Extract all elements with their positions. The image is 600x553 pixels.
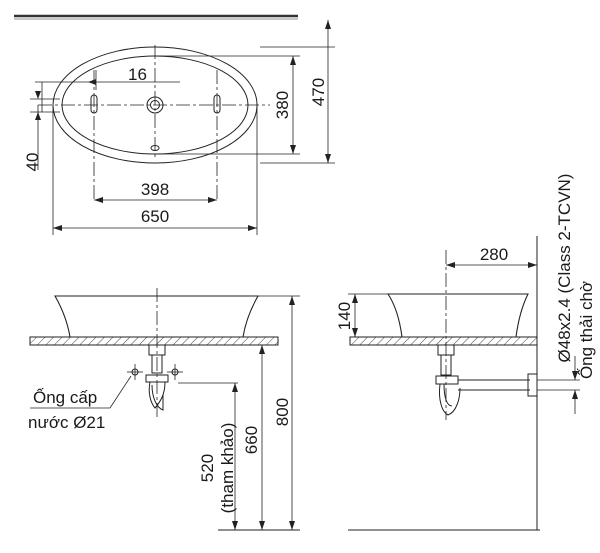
dim-380: 380 — [273, 91, 292, 119]
supply-point-left — [127, 364, 143, 380]
countertop-side — [349, 336, 538, 346]
dim-398: 398 — [141, 180, 169, 199]
pipe-spec: Ø48x2.4 (Class 2-TCVN) — [555, 174, 574, 363]
overflow-hole — [150, 145, 160, 151]
side-view: 280 140 Ø48x2.4 (Class 2-TCVN) Ống thải … — [335, 174, 596, 531]
supply-point-right — [167, 364, 183, 380]
mounting-slot-right — [213, 94, 221, 114]
dim-520-note: (tham khảo) — [218, 423, 237, 514]
dim-660: 660 — [242, 426, 261, 454]
dim-16: 16 — [128, 65, 147, 84]
countertop — [29, 336, 279, 346]
dim-470: 470 — [309, 78, 328, 106]
drain-hole — [146, 96, 164, 114]
pipe-label: Ống thải chờ — [576, 281, 596, 379]
dim-280: 280 — [480, 245, 508, 264]
supply-label-line1: Ống cấp — [33, 387, 97, 407]
dim-40: 40 — [23, 153, 42, 172]
wall-flange — [527, 373, 538, 397]
basin-side-profile — [386, 293, 529, 338]
top-view: 16 40 398 650 380 470 — [23, 20, 335, 235]
front-view: Ống cấp nước Ø21 520 (tham khảo) 660 800 — [28, 288, 300, 531]
dim-650: 650 — [141, 207, 169, 226]
dim-140: 140 — [335, 302, 354, 330]
supply-label-line2: nước Ø21 — [28, 413, 105, 432]
mounting-slot-left — [90, 94, 98, 114]
dim-520: 520 — [198, 454, 217, 482]
basin-front-profile — [54, 295, 259, 338]
dim-800: 800 — [273, 398, 292, 426]
